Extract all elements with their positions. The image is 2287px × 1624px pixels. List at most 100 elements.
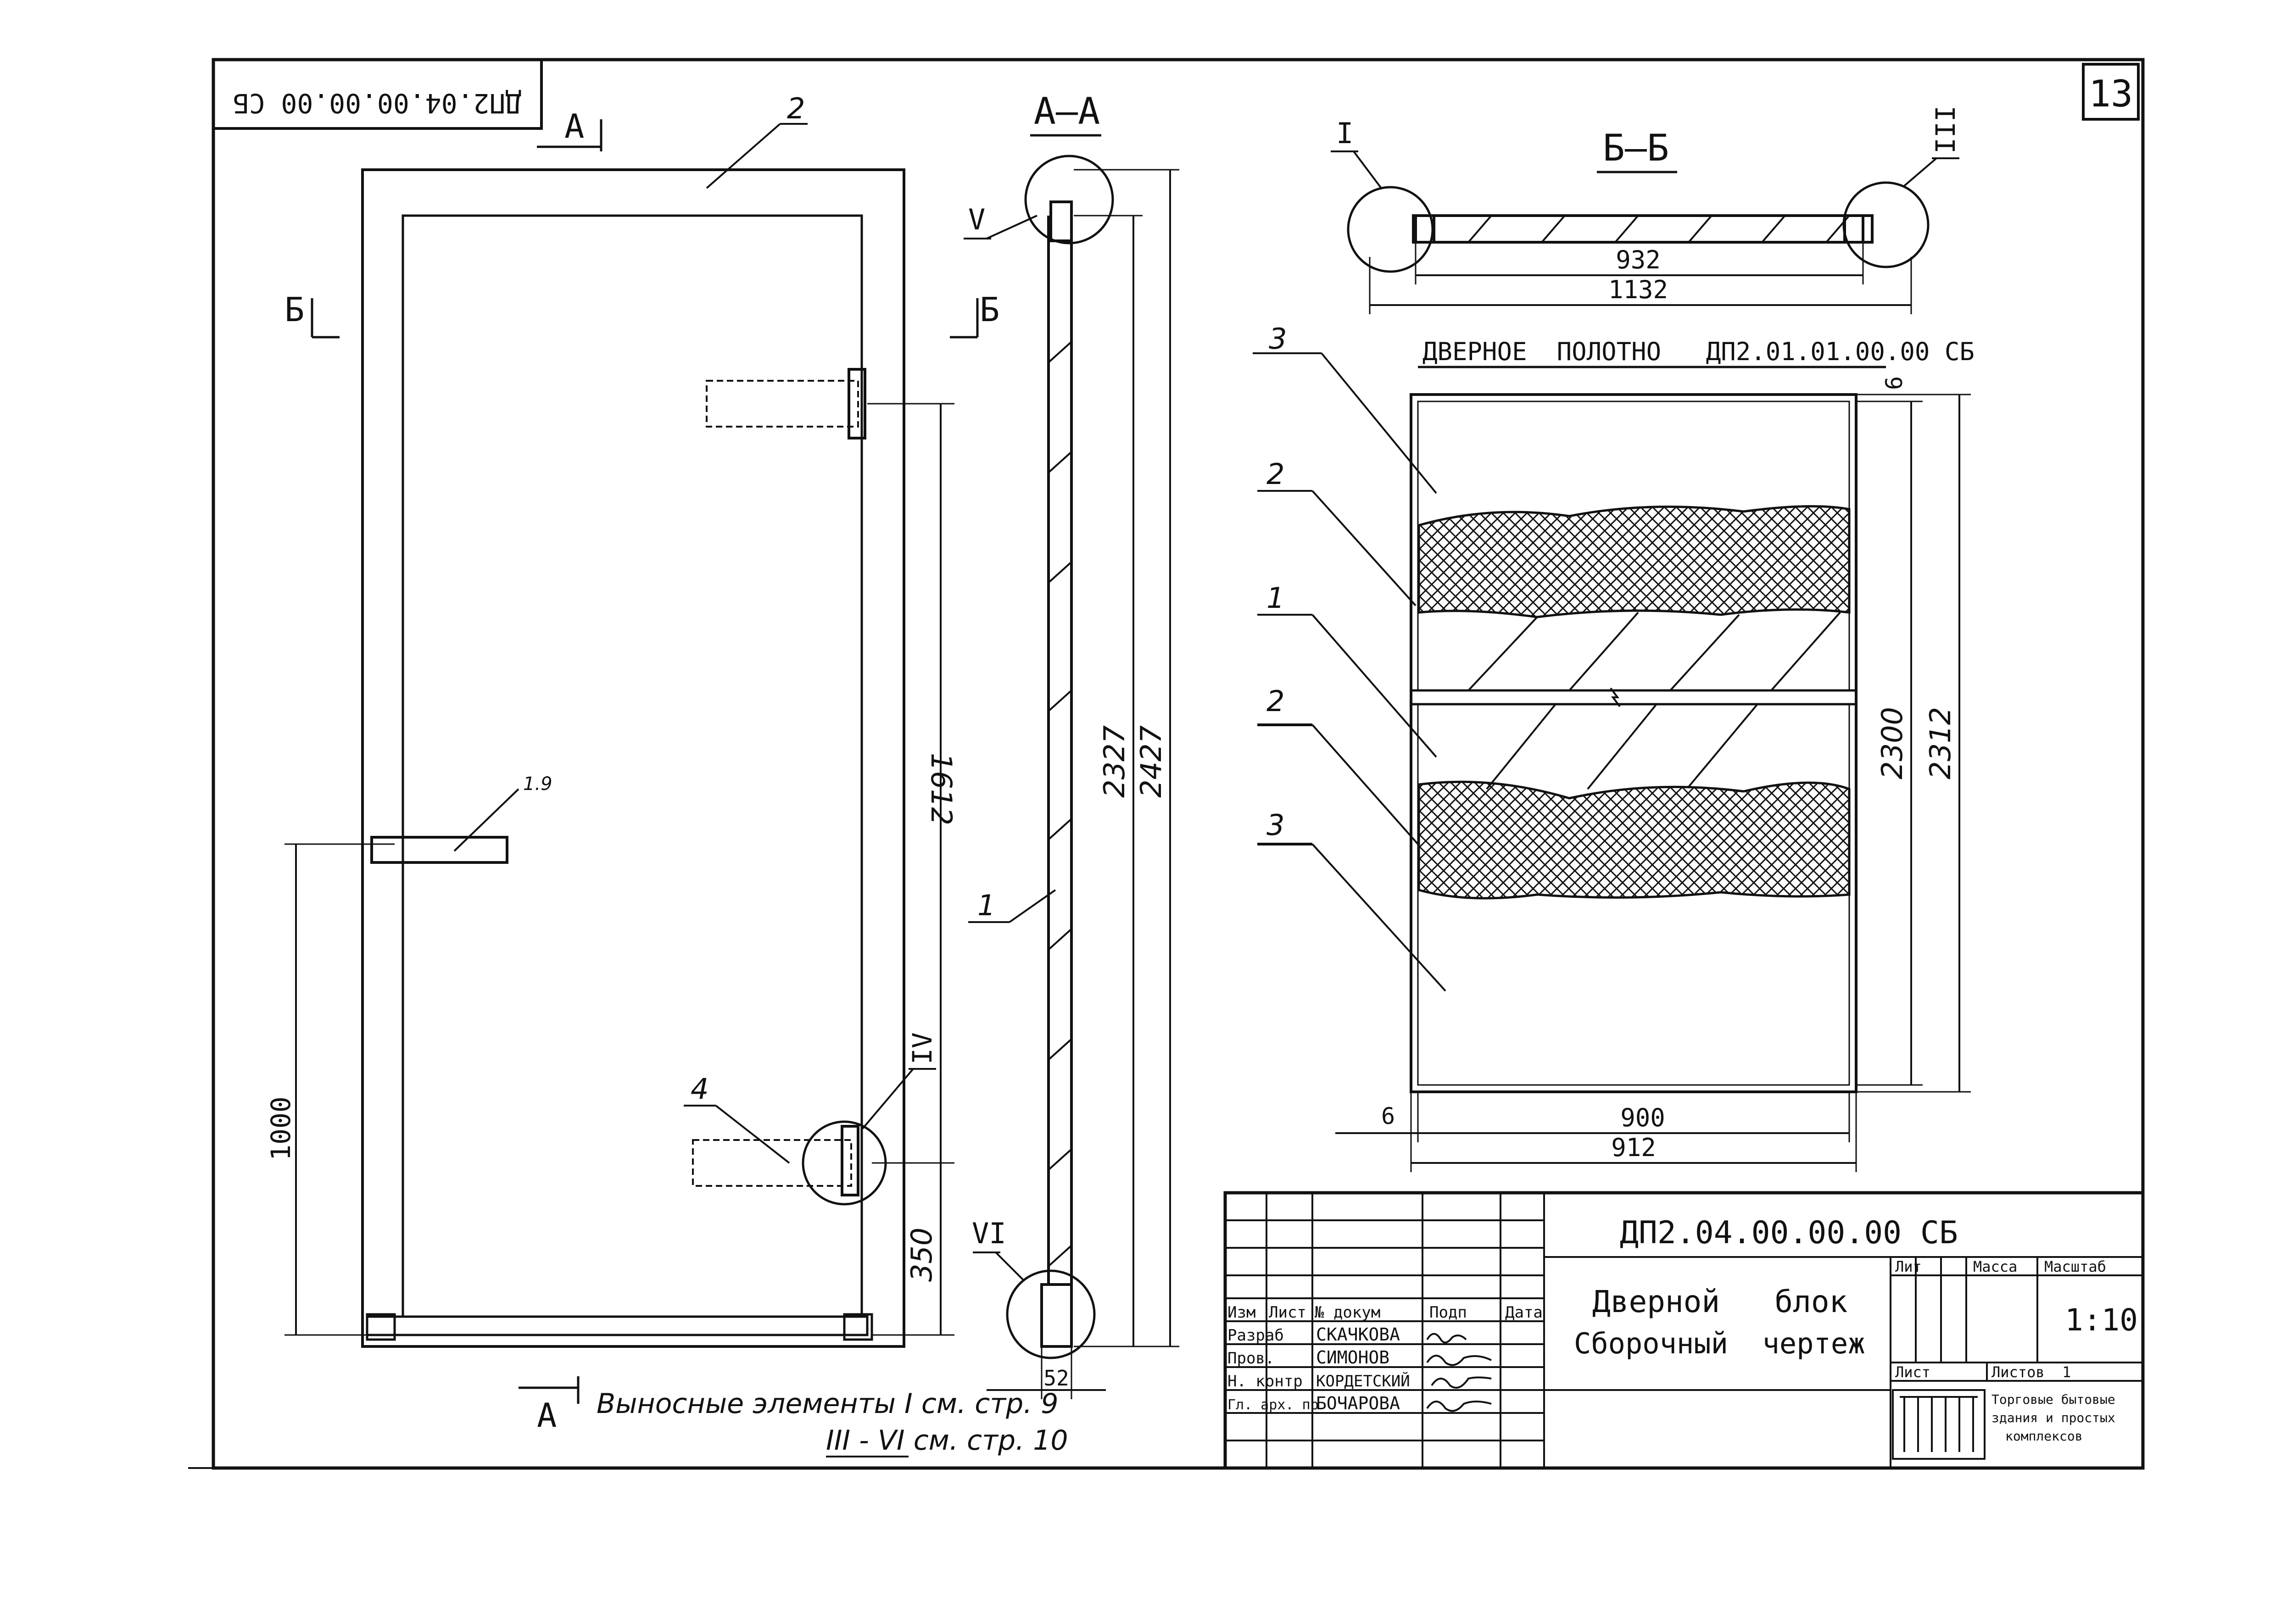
sheet-label: Лист (1895, 1363, 1930, 1381)
title-block: Изм Лист № докум Подп Дата Разраб Пров. … (1223, 1191, 2145, 1470)
leader-pos-1-aa (1009, 889, 1056, 923)
dim-6-top: 6 (1881, 376, 1908, 390)
col-header-sign: Подп (1429, 1303, 1467, 1322)
pos-1-aa: 1 (977, 889, 995, 922)
signature-4 (1426, 1401, 1492, 1412)
dim-1132: 1132 (1608, 275, 1668, 304)
note-line-2: III - VI см. стр. 10 (826, 1424, 1068, 1457)
dim-2300: 2300 (1875, 707, 1909, 779)
section-bb-title: Б–Б (1603, 127, 1669, 169)
role-prov: Пров. (1227, 1349, 1274, 1368)
section-b-left-label: Б (284, 290, 304, 329)
name-nkontr: КОРДЕТСКИЙ (1316, 1372, 1410, 1390)
leaf-glazing-hatch (1467, 612, 1841, 790)
leader-pos-2-lower (1311, 724, 1419, 845)
aa-hatch (1048, 341, 1072, 1267)
threshold-bar (366, 1315, 869, 1336)
pos-handle-ref: 1.9 (523, 773, 552, 795)
callout-iii-label: III (1930, 106, 1961, 154)
section-aa-title: А–А (1034, 90, 1100, 133)
callout-v-label: V (968, 203, 985, 236)
threshold-right-block (843, 1313, 873, 1341)
insulation-lower (1417, 780, 1851, 900)
leader-pos-3-lower (1311, 843, 1446, 992)
section-a-top-label: А (564, 107, 584, 145)
leaf-break-band (1412, 690, 1855, 704)
org-line-2: здания и простых (1991, 1410, 2115, 1425)
sheet-frame (212, 58, 2145, 1470)
dim-6-bottom: 6 (1381, 1103, 1395, 1129)
dim-1000: 1000 (265, 1096, 296, 1161)
pos-3-lower: 3 (1266, 808, 1284, 842)
name-prov: СИМОНОВ (1316, 1347, 1389, 1368)
note-line-1: Выносные элементы I см. стр. 9 (597, 1388, 1059, 1420)
leader-handle (453, 788, 519, 852)
role-razrab: Разраб (1227, 1326, 1284, 1345)
title-line-2: Сборочный чертеж (1574, 1327, 1865, 1360)
callout-circle-v (1024, 155, 1114, 245)
upper-hinge (706, 380, 859, 428)
bb-body (1412, 214, 1874, 244)
role-nkontr: Н. контр (1227, 1372, 1303, 1390)
leader-pos-2-front (706, 123, 781, 189)
inverted-stamp-box (212, 58, 543, 130)
section-aa: А–А V VI 1 2327 (964, 90, 1179, 1399)
callout-circle-i (1347, 186, 1434, 273)
title-block-grid (1225, 1193, 2143, 1468)
door-handle (370, 836, 508, 864)
pos-2-upper: 2 (1266, 457, 1284, 491)
bb-left-block (1414, 214, 1435, 244)
section-bb: Б–Б I III 932 1132 (1331, 106, 1961, 314)
inverted-stamp-code: ДП2.04.00.00.00 СБ (233, 88, 522, 119)
leader-pos-3-upper (1321, 352, 1437, 494)
door-leaf-title: ДВЕРНОЕ ПОЛОТНО ДП2.01.01.00.00 СБ (1422, 337, 1975, 366)
bb-right-block (1843, 214, 1864, 244)
callout-circle-vi (1006, 1269, 1096, 1359)
dim-350: 350 (905, 1228, 938, 1282)
signature-2 (1426, 1355, 1492, 1366)
insulation-upper (1417, 505, 1851, 618)
page-number: 13 (2089, 72, 2133, 115)
pos-4: 4 (691, 1072, 708, 1106)
pos-2-front: 2 (787, 92, 805, 125)
org-line-3: комплексов (2005, 1429, 2083, 1444)
dim-932: 932 (1616, 245, 1661, 274)
leaf-inner (1417, 400, 1850, 1086)
dim-900: 900 (1620, 1103, 1665, 1132)
leaf-outer (1410, 393, 1857, 1093)
section-b-right-label: Б (980, 290, 999, 329)
upper-hinge-plate (848, 368, 866, 439)
callout-vi-label: VI (972, 1217, 1006, 1250)
dim-2312: 2312 (1924, 707, 1957, 779)
leaf-break-mark (1610, 687, 1621, 707)
lower-hinge-plate (841, 1125, 859, 1196)
signature-1 (1426, 1333, 1467, 1344)
sheets-label: Листов 1 (1991, 1363, 2071, 1381)
leader-callout-v (986, 215, 1038, 239)
callout-iv-label: IV (907, 1032, 938, 1064)
section-a-bottom-label: А (537, 1396, 557, 1435)
door-frame-outer (361, 168, 905, 1348)
organization-logo (1892, 1389, 1986, 1460)
dim-52: 52 (1043, 1366, 1069, 1390)
pos-2-lower: 2 (1266, 684, 1284, 718)
callout-i-label: I (1336, 117, 1353, 150)
dim-2327: 2327 (1098, 725, 1131, 798)
leader-callout-vi (995, 1251, 1024, 1281)
signature-3 (1431, 1376, 1492, 1389)
leader-pos-2-upper (1311, 490, 1417, 606)
col-header-list: Лист (1269, 1303, 1306, 1322)
scale-value: 1:10 (2065, 1302, 2138, 1338)
leader-callout-iv (862, 1068, 914, 1129)
scale-label: Масштаб (2044, 1258, 2106, 1275)
title-line-1: Дверной блок (1592, 1284, 1847, 1319)
col-header-doc: № докум (1315, 1303, 1380, 1322)
leader-pos-4 (715, 1105, 790, 1164)
dim-1612: 1612 (925, 753, 958, 825)
aa-bottom-block (1040, 1283, 1073, 1348)
bb-hatch (1467, 215, 1850, 243)
leader-callout-iii (1903, 157, 1937, 187)
callout-circle-iii (1842, 181, 1930, 268)
lit-label: Лит (1895, 1258, 1922, 1275)
